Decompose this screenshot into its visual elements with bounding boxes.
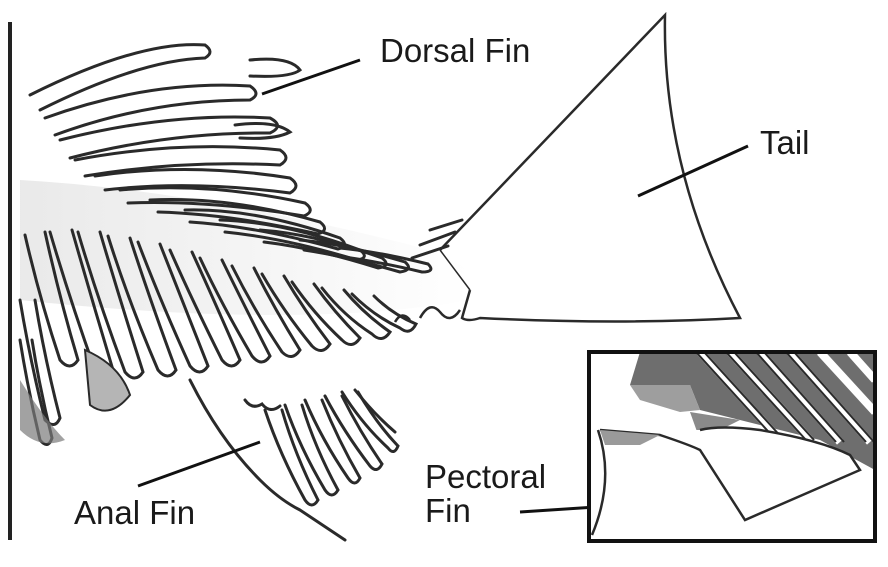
inset-left-shade — [600, 430, 660, 445]
inset-left-fin-edge — [590, 429, 607, 536]
peduncle-notches — [393, 305, 462, 323]
lower-rib-rays — [18, 228, 419, 446]
dorsal-fin-leader — [261, 58, 361, 96]
pectoral-fin-label-line2: Fin — [425, 491, 471, 529]
anal-fin — [188, 378, 400, 542]
dorsal-fin — [28, 43, 464, 274]
inset-border — [587, 350, 877, 543]
pectoral-fin-label: Pectoral Fin — [425, 460, 546, 527]
pectoral-inset — [587, 350, 877, 543]
tail-label: Tail — [760, 124, 810, 161]
tail-leader — [637, 144, 749, 198]
inset-pectoral-fin — [599, 426, 862, 522]
anal-fin-leader — [137, 440, 261, 488]
pectoral-fin-label-line1: Pectoral — [425, 458, 547, 495]
tail-fin — [439, 11, 743, 323]
lower-left-dark-shading — [20, 380, 65, 444]
body-shading — [20, 180, 470, 315]
dorsal-fin-label: Dorsal Fin — [380, 32, 531, 69]
anal-fin-label: Anal Fin — [74, 494, 196, 531]
lower-left-shading — [83, 348, 132, 412]
inset-mid-region — [630, 385, 700, 412]
